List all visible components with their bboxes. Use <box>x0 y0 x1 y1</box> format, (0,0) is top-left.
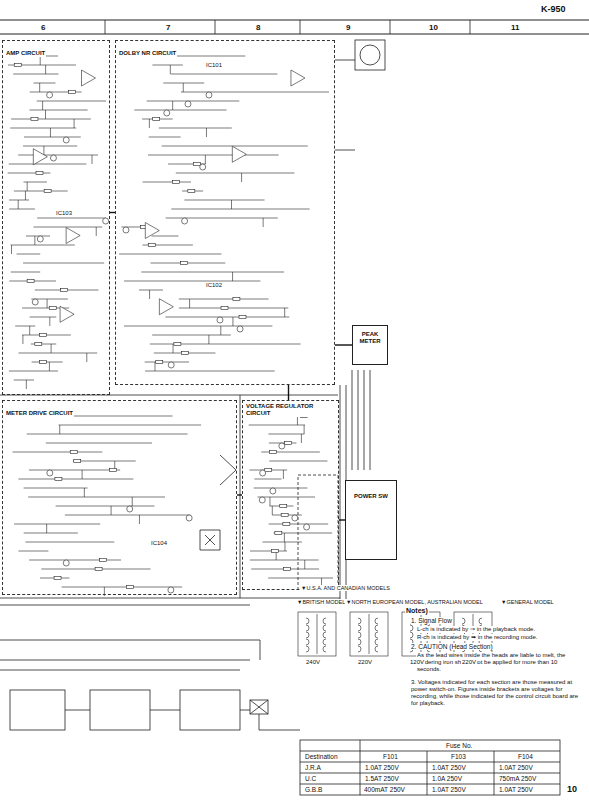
model-note: ▼GENERAL MODEL <box>500 599 555 605</box>
part-name: IC102 <box>205 282 223 289</box>
table-cell: 400mAT 250V <box>363 786 406 793</box>
part-name: IC101 <box>205 62 223 69</box>
model-note: ▼U.S.A. AND CANADIAN MODELS <box>300 585 391 591</box>
page-number: 10 <box>566 784 578 794</box>
wire-connector <box>335 344 352 345</box>
table-cell: F103 <box>450 753 467 760</box>
column-number: 11 <box>510 23 520 32</box>
circuit-block: VOLTAGE REGULATOR CIRCUIT <box>242 400 339 590</box>
circuit-block: DOLBY NR CIRCUIT <box>115 40 335 385</box>
column-number: 10 <box>428 23 439 32</box>
voltage-label: 220V <box>357 659 373 666</box>
voltage-label: 220V <box>461 659 477 666</box>
model-note: ▼BRITISH MODEL <box>296 599 346 605</box>
table-cell: 1.0AT 250V <box>431 786 467 793</box>
column-number: 8 <box>255 23 261 32</box>
component-box: POWER SW <box>345 480 397 560</box>
block-title: PEAK METER <box>355 331 385 345</box>
note-text: R-ch is indicated by ➡ in the recording … <box>416 634 578 641</box>
part-name: IC103 <box>55 210 73 217</box>
component-box: PEAK METER <box>352 325 388 365</box>
voltage-label: 240V <box>305 659 321 666</box>
table-cell: J.R.A <box>304 764 322 771</box>
column-number: 6 <box>40 23 46 32</box>
table-cell: 1.0AT 250V <box>498 764 534 771</box>
table-cell: 1.0AT 250V <box>431 764 467 771</box>
wire-connector <box>288 385 289 400</box>
note-heading: Notes) <box>405 607 429 615</box>
note-text: 3. Voltages indicated for each section a… <box>410 679 584 707</box>
part-name: IC104 <box>150 540 168 547</box>
block-title: VOLTAGE REGULATOR CIRCUIT <box>245 403 336 417</box>
table-cell: U.C <box>304 775 317 782</box>
table-cell: 1.0A 250V <box>431 775 463 782</box>
circuit-block: AMP CIRCUIT <box>2 40 110 395</box>
block-title: AMP CIRCUIT <box>5 50 46 57</box>
table-cell: 1.5AT 250V <box>364 775 400 782</box>
block-title: DOLBY NR CIRCUIT <box>118 50 177 57</box>
page-title: K-950 <box>540 4 567 14</box>
table-cell: F104 <box>517 753 534 760</box>
column-number: 9 <box>345 23 351 32</box>
table-cell: 1.0AT 250V <box>364 764 400 771</box>
table-cell: G.B.B <box>304 786 323 793</box>
note-text: 2. CAUTION (Head Section) <box>410 643 494 650</box>
table-cell: Destination <box>304 753 339 760</box>
voltage-label: 120V <box>409 659 425 666</box>
note-text: As the lead wires inside the heads are l… <box>416 652 583 673</box>
table-cell: 1.0AT 250V <box>498 786 534 793</box>
table-cell: 750mA 250V <box>498 775 537 782</box>
block-title: METER DRIVE CIRCUIT <box>5 410 74 417</box>
table-cell: Fuse No. <box>445 742 473 749</box>
circuit-block: METER DRIVE CIRCUIT <box>2 400 237 595</box>
table-cell: F101 <box>382 753 399 760</box>
model-note: ▼NORTH EUROPEAN MODEL, AUSTRALIAN MODEL <box>345 599 484 605</box>
column-number: 7 <box>165 23 171 32</box>
note-text: L-ch is indicated by ⇒ in the playback m… <box>416 626 578 633</box>
note-text: 1. Signal Flow <box>410 617 453 624</box>
block-title: POWER SW <box>353 493 389 500</box>
